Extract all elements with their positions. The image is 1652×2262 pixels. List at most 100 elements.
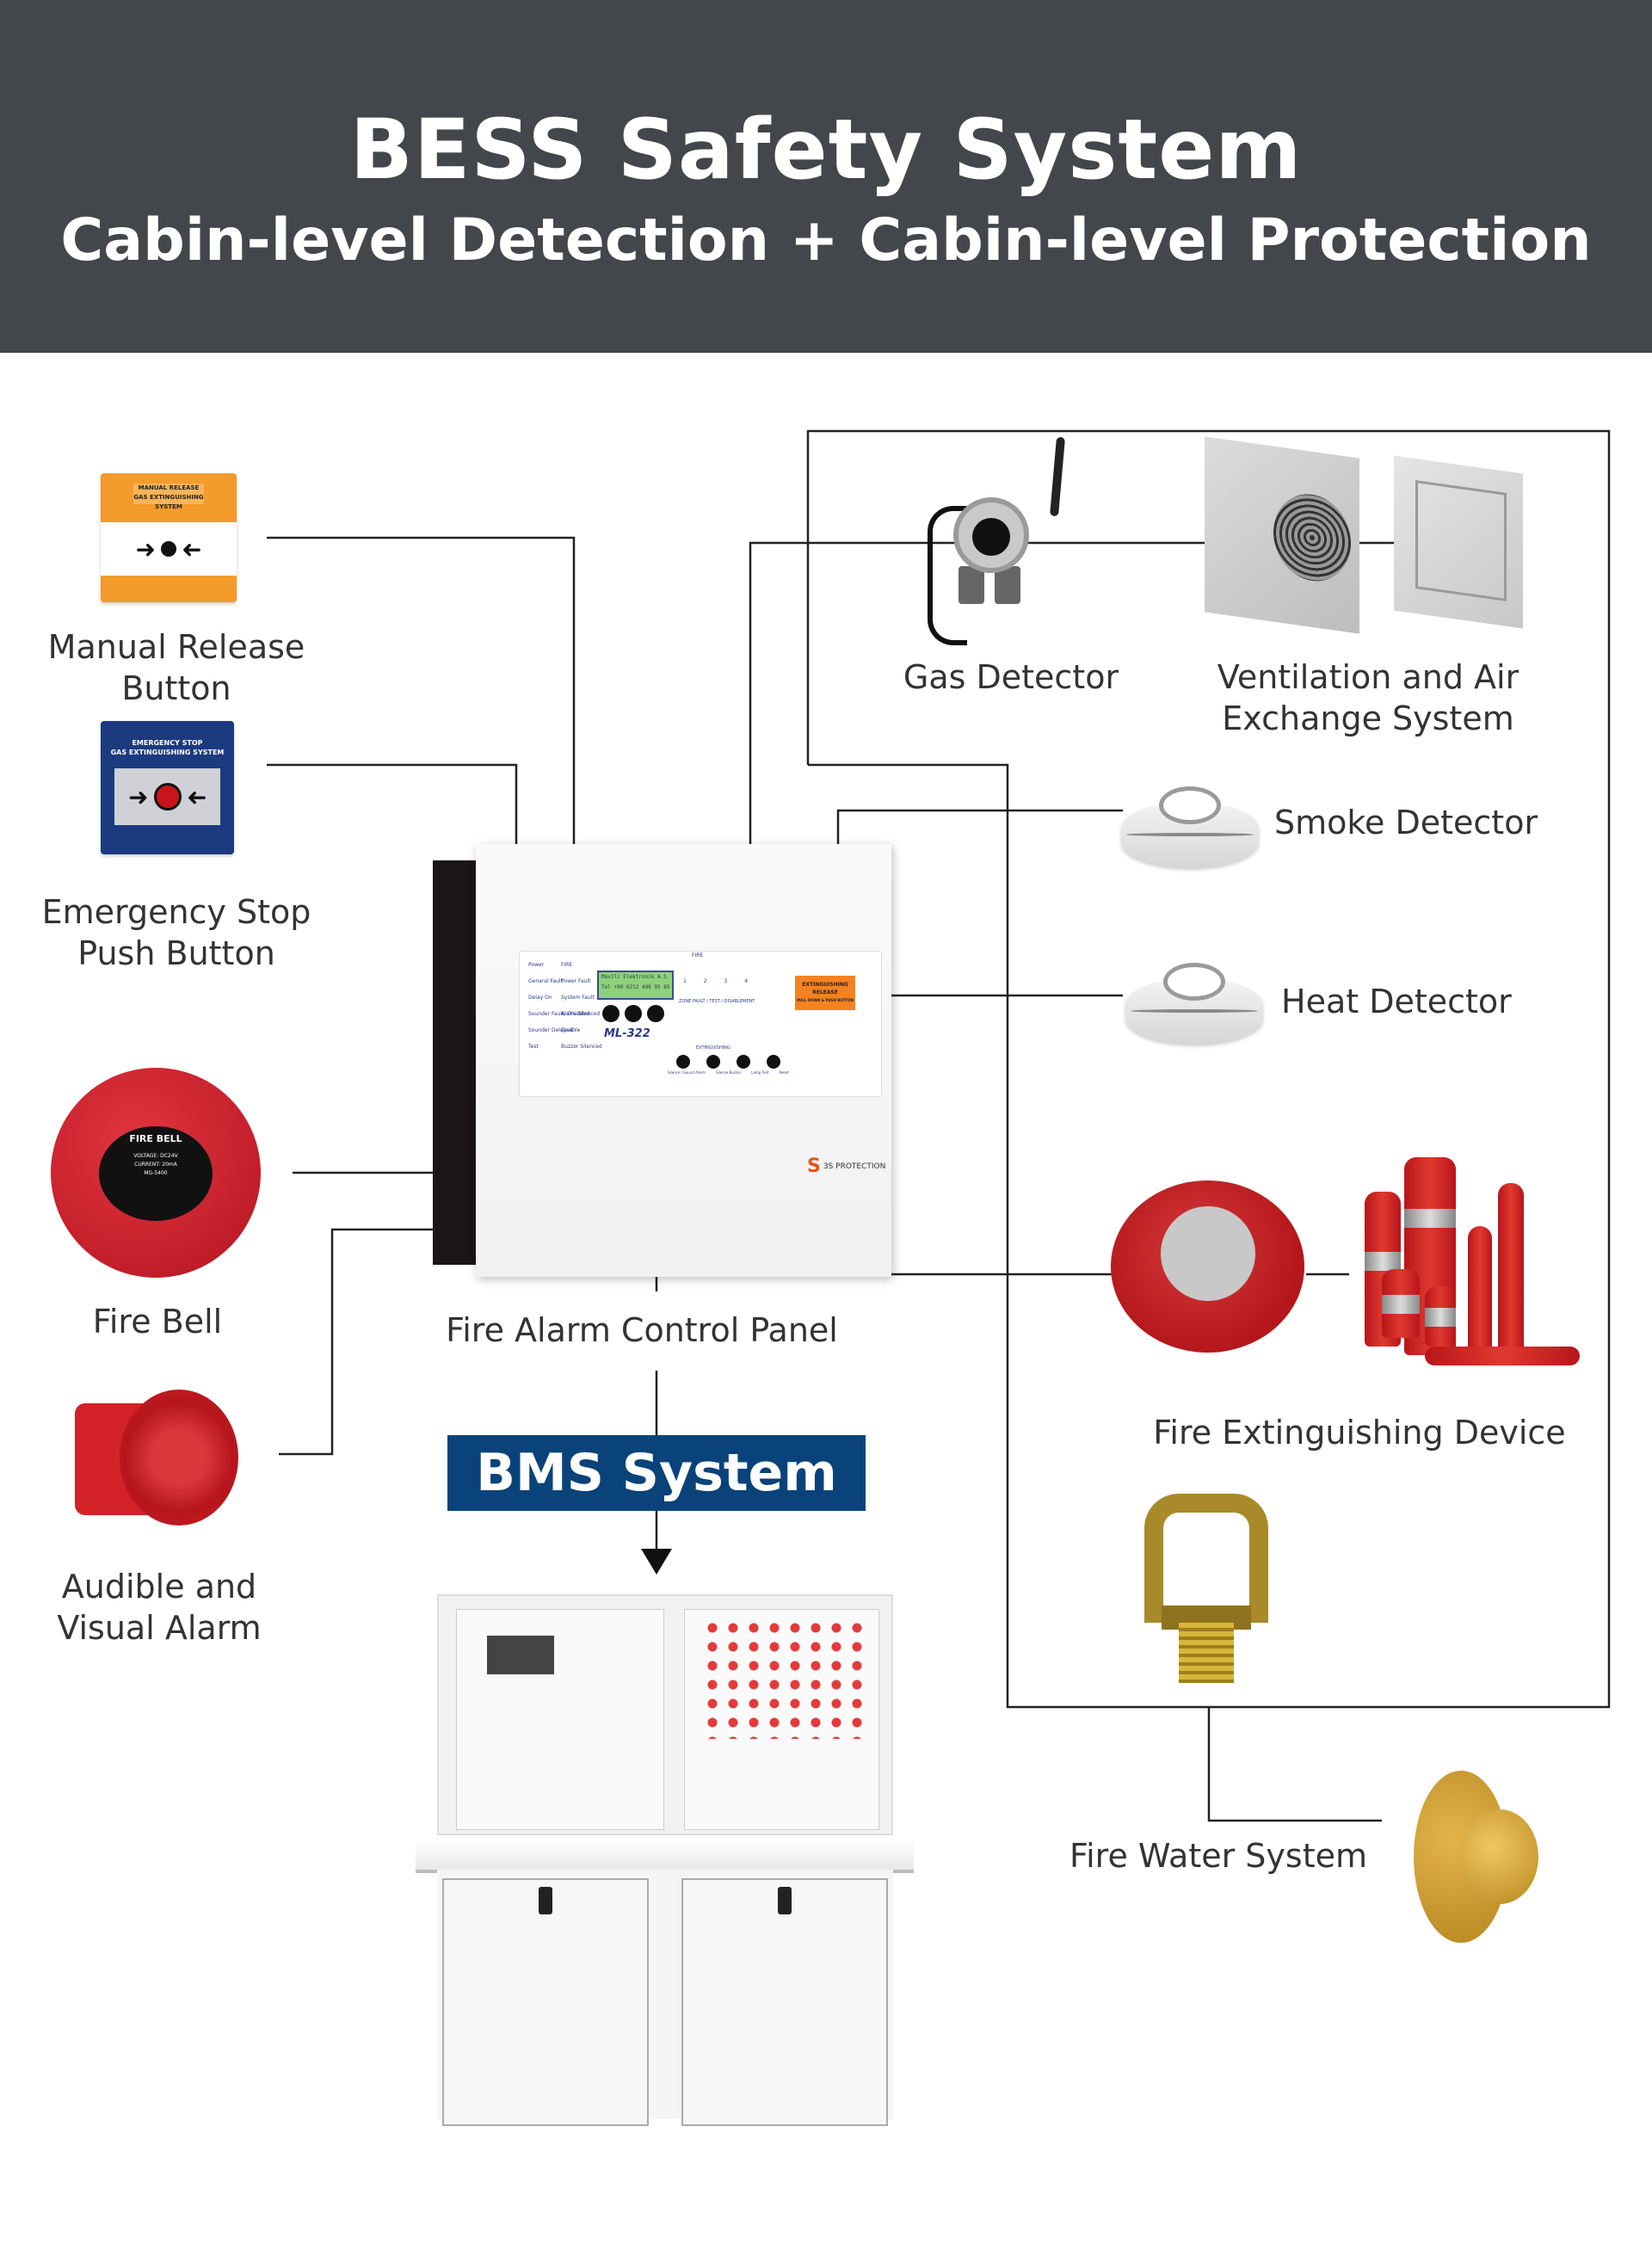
zone-numbers: 1 2 3 4	[683, 977, 748, 986]
right-nav-button[interactable]	[647, 1005, 664, 1022]
antenna-icon	[1050, 436, 1065, 517]
extinguishing-device-label: Fire Extinguishing Device	[1153, 1414, 1566, 1452]
extinguishing-release-cover[interactable]: EXTINGUISHING RELEASE PULL DOWN & PUSH B…	[795, 976, 855, 1010]
device-tag: EMERGENCY STOP	[132, 739, 203, 747]
panel-model: ML-322	[604, 1027, 650, 1040]
arrow-right-icon: ➜	[135, 534, 156, 564]
wire-emergency-stop	[267, 763, 518, 863]
left-led-column: Power General Fault Delay On Sounder Fau…	[528, 957, 589, 1055]
zone-header: FIRE	[692, 952, 704, 958]
release-label: RELEASE	[812, 989, 838, 995]
label-line: Push Button	[77, 934, 275, 972]
wire-outer-box	[806, 429, 1611, 1709]
zone-fault-header: ZONE FAULT / TEST / DISABLEMENT	[679, 999, 755, 1004]
aerosol-extinguisher-device	[1111, 1172, 1304, 1378]
device-tag-sub: GAS EXTINGUISHING SYSTEM	[133, 494, 204, 510]
fire-alarm-control-panel: Power General Fault Delay On Sounder Fau…	[476, 844, 891, 1277]
cabinet-screen	[487, 1636, 554, 1674]
wire-av-alarm	[279, 1228, 433, 1456]
led-label: Test	[528, 1044, 539, 1050]
cabinet-button-grid	[702, 1618, 866, 1739]
header-banner: BESS Safety System Cabin-level Detection…	[0, 0, 1652, 353]
lcd-line: Tel +90 0212 498 95 85	[601, 984, 670, 990]
fire-bell-device: FIRE BELL VOLTAGE: DC24V CURRENT: 20mA M…	[51, 1068, 261, 1278]
label-line: Visual Alarm	[57, 1609, 262, 1647]
fire-water-label: Fire Water System	[1069, 1837, 1368, 1875]
gas-detector-label: Gas Detector	[903, 658, 1119, 696]
zone-number: 1	[683, 978, 687, 984]
arrow-down-icon	[641, 1549, 672, 1575]
bms-cabinet	[416, 1594, 914, 2126]
heat-detector-device	[1125, 959, 1263, 1044]
bell-plate-title: FIRE BELL	[129, 1133, 182, 1144]
air-exchange-vent-device	[1394, 455, 1523, 629]
release-label: EXTINGUISHING	[802, 982, 848, 988]
led-label: Power Fault	[561, 978, 591, 984]
led-label: Sounder Delayed	[528, 1027, 573, 1033]
label-line: Manual Release	[47, 628, 305, 666]
door-handle	[539, 1887, 552, 1914]
bell-plate-model: MG-5400	[144, 1170, 168, 1176]
lamp-test-button[interactable]	[737, 1055, 750, 1069]
ventilation-label: Ventilation and Air Exchange System	[1179, 656, 1557, 739]
button-label: Silence / Sound Alarm	[668, 1070, 706, 1075]
arrow-left-icon: ➜	[186, 782, 206, 811]
button-label: Silence Buzzer	[715, 1070, 742, 1075]
label-line: Button	[121, 669, 231, 707]
panel-side	[433, 860, 478, 1265]
page-subtitle: Cabin-level Detection + Cabin-level Prot…	[60, 206, 1592, 274]
led-label: General Fault	[528, 978, 563, 984]
left-nav-button[interactable]	[602, 1005, 620, 1022]
extinguishing-header: EXTINGUISHING	[696, 1045, 730, 1051]
led-label: Alarm Silenced	[561, 1011, 600, 1017]
led-label: System Fault	[561, 995, 595, 1001]
bms-system-box: BMS System	[447, 1435, 866, 1511]
fire-hydrant-inlet-device	[1414, 1754, 1551, 1948]
led-label: Sounder Fault/ Disabled	[528, 1011, 590, 1017]
manual-release-label: Manual Release Button	[26, 626, 327, 709]
door-handle	[778, 1887, 792, 1914]
heat-detector-label: Heat Detector	[1281, 983, 1512, 1020]
ventilation-fan-device	[1205, 436, 1359, 634]
label-line: Emergency Stop	[41, 893, 311, 931]
reset-button[interactable]	[767, 1055, 780, 1069]
av-alarm-device	[75, 1388, 238, 1532]
led-label: Power	[528, 962, 545, 968]
device-tag: MANUAL RELEASE	[138, 484, 200, 491]
arrow-left-icon: ➜	[182, 534, 202, 564]
control-panel-label: Fire Alarm Control Panel	[446, 1311, 838, 1349]
gas-detector-device	[902, 436, 1091, 652]
lcd-display: Mavili Elektronik A.S Tel +90 0212 498 9…	[597, 971, 674, 1000]
zone-number: 4	[744, 978, 749, 984]
button-label: Lamp Test	[751, 1070, 769, 1075]
smoke-detector-label: Smoke Detector	[1274, 804, 1538, 841]
stop-button-icon	[153, 783, 182, 810]
emergency-stop-label: Emergency Stop Push Button	[9, 891, 344, 974]
sprinkler-head-device	[1136, 1494, 1277, 1688]
enter-button[interactable]	[625, 1005, 642, 1022]
zone-number: 3	[724, 978, 728, 984]
cabinet-door-left	[442, 1878, 649, 2126]
label-line: Ventilation and Air	[1217, 658, 1519, 696]
bell-plate-voltage: VOLTAGE: DC24V	[133, 1153, 178, 1159]
silence-button[interactable]	[676, 1055, 690, 1069]
cabinet-door-right	[681, 1878, 888, 2126]
wire-fire-water	[1207, 1707, 1382, 1822]
zone-number: 2	[703, 978, 707, 984]
wire-gas-vent	[749, 541, 1407, 866]
arrow-right-icon: ➜	[128, 782, 149, 811]
smoke-detector-device	[1121, 783, 1259, 867]
brand-logo-icon: S	[807, 1156, 821, 1177]
release-label-sub: PULL DOWN & PUSH BUTTON	[797, 998, 854, 1002]
silence-buzzer-button[interactable]	[706, 1055, 720, 1069]
av-alarm-label: Audible and Visual Alarm	[17, 1566, 301, 1649]
right-led-column: FIRE Power Fault System Fault Alarm Sile…	[561, 957, 602, 1055]
page-title: BESS Safety System	[349, 102, 1303, 198]
led-label: FIRE	[561, 962, 573, 968]
led-label: Disable	[561, 1027, 581, 1033]
fire-bell-label: Fire Bell	[92, 1303, 223, 1341]
fan-icon	[1273, 489, 1351, 587]
wire-manual-release	[267, 536, 576, 851]
